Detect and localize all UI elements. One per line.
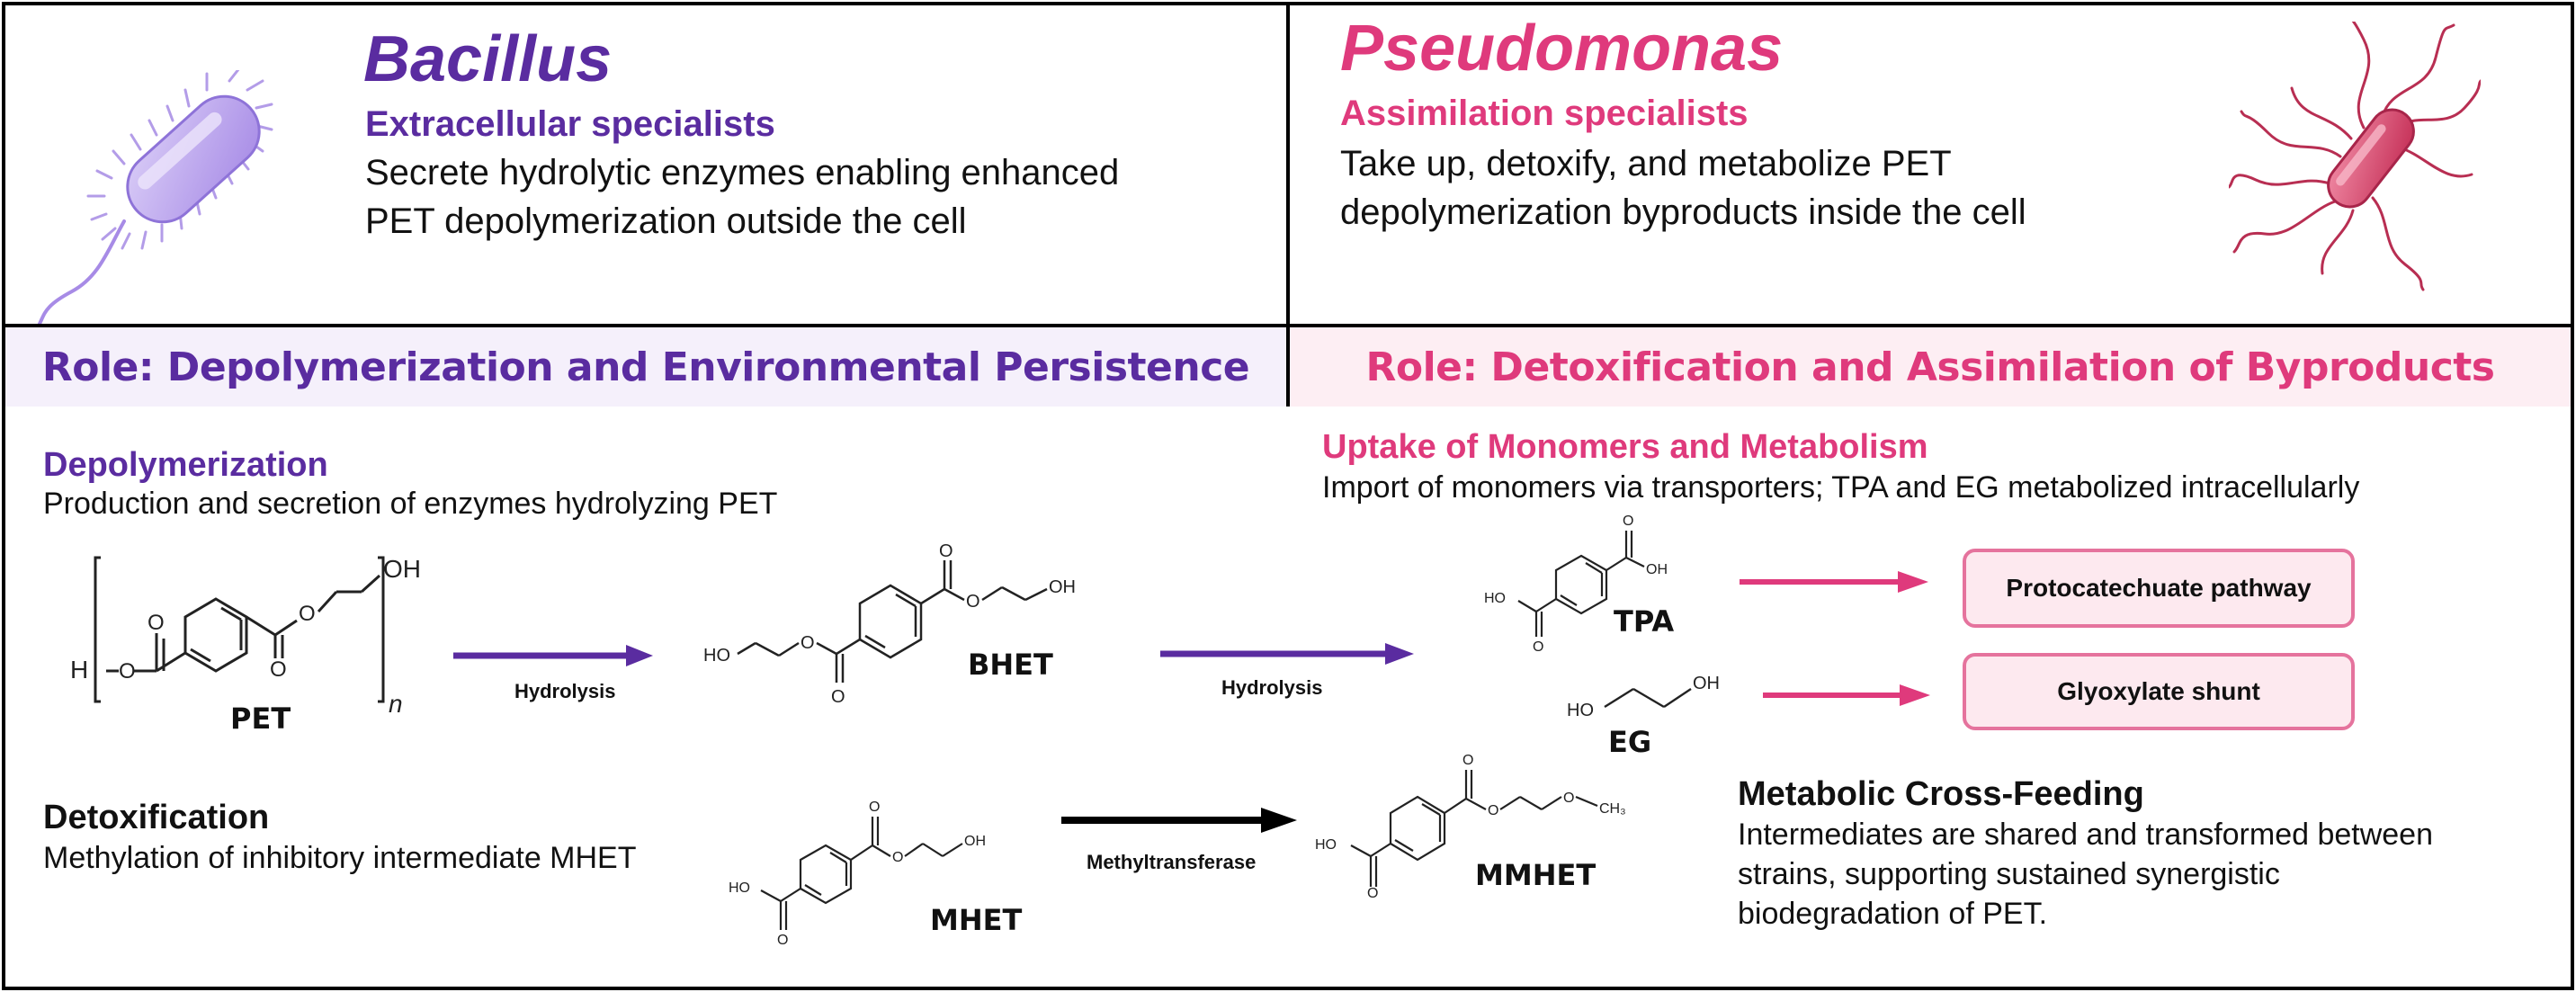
eg-hydroxyl-left: HO <box>1567 701 1594 719</box>
mmhet-carbonyl-oxygen-bottom: O <box>1367 886 1378 899</box>
mhet-carbonyl-oxygen-bottom: O <box>777 933 788 948</box>
mhet-ester-oxygen: O <box>892 850 903 865</box>
mmhet-carbonyl-oxygen-top: O <box>1462 753 1473 768</box>
pet-structure: O O O O H OH n <box>70 555 421 718</box>
crossfeeding-title: Metabolic Cross-Feeding <box>1738 775 2144 813</box>
mmhet-ether-oxygen: O <box>1563 791 1574 806</box>
bhet-carbonyl-oxygen-bottom: O <box>831 687 845 707</box>
protocatechuate-pathway-box: Protocatechuate pathway <box>1963 549 2355 628</box>
pseudomonas-description-line2: depolymerization byproducts inside the c… <box>1340 192 2026 232</box>
bacillus-role-text: Role: Depolymerization and Environmental… <box>41 344 1250 390</box>
bhet-structure: O O OH O O HO <box>703 544 1076 707</box>
mmhet-methyl: CH₃ <box>1599 801 1626 817</box>
bacillus-role-banner: Role: Depolymerization and Environmental… <box>2 324 1290 410</box>
pet-carbonyl-oxygen-left: O <box>148 611 165 635</box>
pseudomonas-role-text: Role: Detoxification and Assimilation of… <box>1365 344 2495 390</box>
mhet-structure: O O OH O HO <box>729 800 986 948</box>
tpa-carbonyl-oxygen-top: O <box>1623 514 1633 529</box>
eg-hydroxyl-right: OH <box>1693 674 1720 693</box>
pet-hydrogen: H <box>70 656 88 684</box>
pet-hydroxyl: OH <box>383 555 421 583</box>
crossfeeding-line1: Intermediates are shared and transformed… <box>1738 818 2434 852</box>
bacillus-description-line2: PET depolymerization outside the cell <box>365 201 967 241</box>
mmhet-hydroxyl-left: HO <box>1315 837 1337 853</box>
pet-ether-oxygen: O <box>119 659 136 684</box>
crossfeeding-line3: biodegradation of PET. <box>1738 897 2048 931</box>
mmhet-ester-oxygen: O <box>1488 803 1498 818</box>
detoxification-title: Detoxification <box>43 799 270 836</box>
pet-label: PET <box>230 702 291 736</box>
mhet-label: MHET <box>930 903 1023 937</box>
tpa-hydroxyl-left: HO <box>1484 591 1506 606</box>
uptake-title: Uptake of Monomers and Metabolism <box>1322 428 1928 466</box>
bhet-hydroxyl-right: OH <box>1049 577 1076 597</box>
depolymerization-title: Depolymerization <box>43 446 328 484</box>
crossfeeding-line2: strains, supporting sustained synergisti… <box>1738 857 2280 891</box>
bhet-ester-oxygen-top: O <box>966 592 980 612</box>
pseudomonas-role-banner: Role: Detoxification and Assimilation of… <box>1286 324 2574 410</box>
tpa-pathway-arrow <box>1740 571 1928 593</box>
eg-label: EG <box>1608 725 1652 759</box>
hydrolysis-label-2: Hydrolysis <box>1221 676 1323 699</box>
bhet-label: BHET <box>968 648 1053 682</box>
tpa-label: TPA <box>1614 604 1675 639</box>
depolymerization-description: Production and secretion of enzymes hydr… <box>43 487 778 521</box>
eg-structure: HO OH <box>1567 674 1720 719</box>
mhet-hydroxyl-right: OH <box>964 834 986 849</box>
pseudomonas-title: Pseudomonas <box>1340 13 1784 85</box>
pet-carbonyl-oxygen-right: O <box>270 657 287 682</box>
pet-ester-oxygen: O <box>299 602 316 626</box>
glyoxylate-shunt-label: Glyoxylate shunt <box>2057 677 2260 705</box>
eg-pathway-arrow <box>1763 684 1930 706</box>
mhet-carbonyl-oxygen-top: O <box>869 800 880 815</box>
mhet-hydroxyl-left: HO <box>729 880 750 896</box>
pseudomonas-subtitle: Assimilation specialists <box>1340 94 1749 133</box>
tpa-structure: O OH O HO <box>1484 514 1668 655</box>
bhet-ester-oxygen-bottom: O <box>801 633 815 653</box>
bacillus-title: Bacillus <box>363 23 613 95</box>
mmhet-structure: O O O CH₃ O HO <box>1315 753 1626 899</box>
bacillus-description-line1: Secrete hydrolytic enzymes enabling enha… <box>365 153 1120 192</box>
tpa-carbonyl-oxygen-bottom: O <box>1533 639 1543 655</box>
pet-repeat-n: n <box>389 690 403 718</box>
bacillus-subtitle: Extracellular specialists <box>365 104 775 144</box>
mmhet-label: MMHET <box>1475 858 1597 892</box>
pseudomonas-description-line1: Take up, detoxify, and metabolize PET <box>1340 144 1952 183</box>
pseudomonas-bacterium-icon <box>2229 22 2481 291</box>
hydrolysis-label-1: Hydrolysis <box>514 680 616 702</box>
tpa-hydroxyl-right: OH <box>1646 562 1668 577</box>
bacillus-bacterium-icon <box>38 70 273 324</box>
protocatechuate-pathway-label: Protocatechuate pathway <box>2006 574 2312 602</box>
detoxification-description: Methylation of inhibitory intermediate M… <box>43 841 637 875</box>
methyltransferase-arrow <box>1061 808 1297 833</box>
methyltransferase-label: Methyltransferase <box>1087 851 1257 873</box>
bhet-hydroxyl-left: HO <box>703 646 730 666</box>
hydrolysis-arrow-2 <box>1160 643 1414 665</box>
glyoxylate-shunt-box: Glyoxylate shunt <box>1963 653 2355 730</box>
hydrolysis-arrow-1 <box>453 645 653 666</box>
uptake-description: Import of monomers via transporters; TPA… <box>1322 470 2360 505</box>
bhet-carbonyl-oxygen-top: O <box>939 544 953 561</box>
